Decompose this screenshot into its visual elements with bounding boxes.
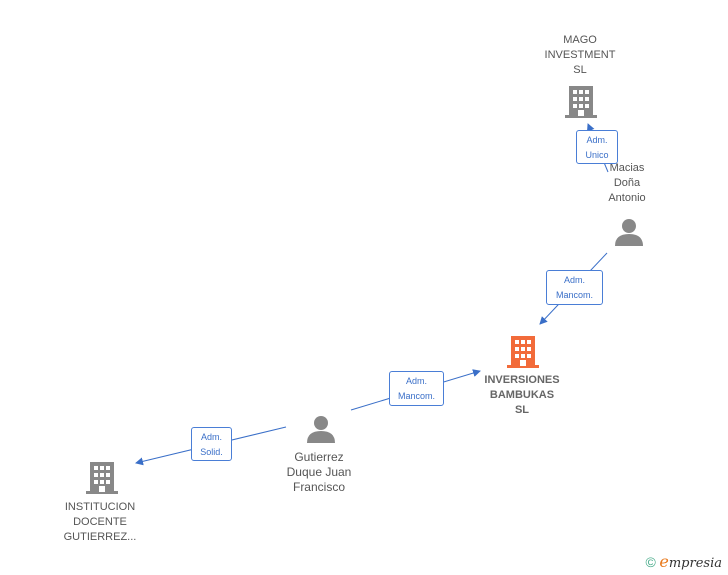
empresia-logo[interactable]: © empresia — [645, 552, 722, 571]
edge-label-line2: Mancom. — [555, 290, 593, 300]
edge-label-adm-mancom[interactable]: Adm. Mancom. — [389, 371, 444, 406]
macias-label-line1: Macias — [609, 162, 645, 174]
gutierrez-label-line3: Francisco — [292, 480, 345, 494]
inversiones-label-line1: INVERSIONES — [484, 374, 560, 386]
gutierrez-label[interactable]: Gutierrez Duque Juan Francisco — [274, 450, 364, 495]
gutierrez-label-line1: Gutierrez — [294, 450, 344, 464]
inversiones-label[interactable]: INVERSIONES BAMBUKAS SL — [472, 373, 572, 418]
edge-label-line2: Unico — [585, 150, 609, 160]
edge-label-adm-mancom[interactable]: Adm. Mancom. — [546, 270, 603, 305]
institucion-label-line3: GUTIERREZ... — [63, 531, 137, 543]
edge-label-line2: Mancom. — [397, 391, 435, 401]
copyright-icon: © — [645, 554, 656, 570]
institucion-label-line2: DOCENTE — [73, 516, 127, 528]
macias-label-line2: Doña — [613, 177, 641, 189]
gutierrez-label-line2: Duque Juan — [286, 465, 352, 479]
edge-label-adm-solid[interactable]: Adm. Solid. — [191, 427, 232, 461]
edge-label-line1: Adm. — [405, 376, 427, 386]
building-icon[interactable] — [86, 460, 118, 494]
institucion-label[interactable]: INSTITUCION DOCENTE GUTIERREZ... — [50, 500, 150, 545]
mago-label[interactable]: MAGO INVESTMENT SL — [530, 33, 630, 78]
edge-label-line1: Adm. — [563, 275, 585, 285]
edge-label-adm-unico[interactable]: Adm. Unico — [576, 130, 618, 164]
inversiones-label-line2: BAMBUKAS — [489, 389, 555, 401]
brand-e: e — [659, 552, 669, 571]
edge-label-line2: Solid. — [200, 447, 223, 457]
macias-label-line3: Antonio — [608, 192, 646, 204]
mago-label-line1: MAGO — [563, 34, 597, 46]
mago-label-line3: SL — [573, 64, 587, 76]
edge-label-line1: Adm. — [200, 432, 222, 442]
macias-label[interactable]: Macias Doña Antonio — [597, 161, 657, 206]
building-icon[interactable] — [565, 84, 597, 118]
brand-rest: mpresia — [668, 556, 722, 571]
person-icon[interactable] — [306, 415, 336, 443]
institucion-label-line1: INSTITUCION — [64, 501, 136, 513]
person-icon[interactable] — [614, 218, 644, 246]
main-building-icon[interactable] — [507, 334, 539, 368]
edge-label-line1: Adm. — [586, 135, 608, 145]
mago-label-line2: INVESTMENT — [544, 49, 616, 61]
inversiones-label-line3: SL — [514, 404, 530, 416]
